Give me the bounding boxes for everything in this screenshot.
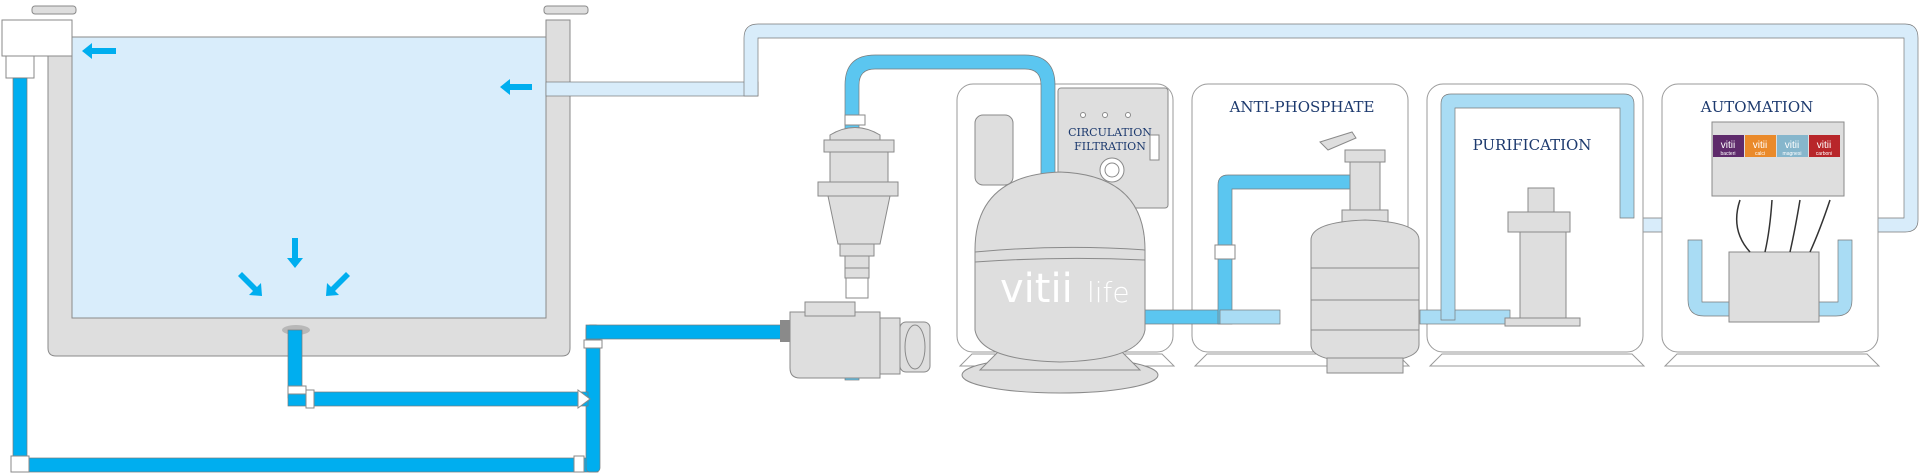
- svg-text:vitii: vitii: [1785, 140, 1799, 151]
- skimmer: [1, 19, 73, 57]
- suction-pipes: [12, 77, 787, 473]
- sand-filter: vitii life: [961, 171, 1159, 394]
- uv-purifier: [1504, 187, 1581, 327]
- product-magnesi: vitii magnesi: [1777, 135, 1808, 157]
- label-filtration: FILTRATION: [1074, 140, 1146, 153]
- pump: [780, 301, 931, 379]
- arrow-left-icon: [500, 79, 532, 95]
- anti-phosphate-filter: [1214, 131, 1420, 374]
- svg-text:magnesi: magnesi: [1783, 151, 1802, 157]
- pre-filter: [817, 114, 899, 299]
- svg-text:bacteri: bacteri: [1720, 151, 1735, 157]
- svg-text:vitii: vitii: [1753, 140, 1767, 151]
- pool: [1, 5, 589, 357]
- product-labels: vitii bacteri vitii calci vitii magnesi …: [1713, 135, 1840, 157]
- pipe-fittings: [10, 339, 603, 473]
- arrow-diagonal-icon: [238, 272, 262, 296]
- svg-text:calci: calci: [1755, 151, 1765, 157]
- arrow-diagonal-icon: [326, 272, 350, 296]
- product-bacteri: vitii bacteri: [1713, 135, 1744, 157]
- product-carboni: vitii carboni: [1809, 135, 1840, 157]
- arrow-down-icon: [287, 238, 303, 268]
- svg-text:carboni: carboni: [1816, 151, 1832, 157]
- automation-unit: [1711, 121, 1845, 323]
- section-title-anti-phosphate: ANTI-PHOSPHATE: [1229, 98, 1375, 116]
- svg-text:vitii: vitii: [1817, 140, 1831, 151]
- svg-text:vitii: vitii: [1721, 140, 1735, 151]
- flow-arrows: [82, 43, 532, 296]
- section-title-automation: AUTOMATION: [1700, 98, 1814, 116]
- filter-logo-brand: vitii: [1000, 266, 1073, 312]
- filter-logo-suffix: life: [1087, 276, 1130, 309]
- product-calci: vitii calci: [1745, 135, 1776, 157]
- treatment-pipes: [1219, 93, 1853, 325]
- section-title-purification: PURIFICATION: [1473, 136, 1592, 154]
- label-circulation: CIRCULATION: [1068, 126, 1152, 139]
- arrow-left-icon: [82, 43, 116, 59]
